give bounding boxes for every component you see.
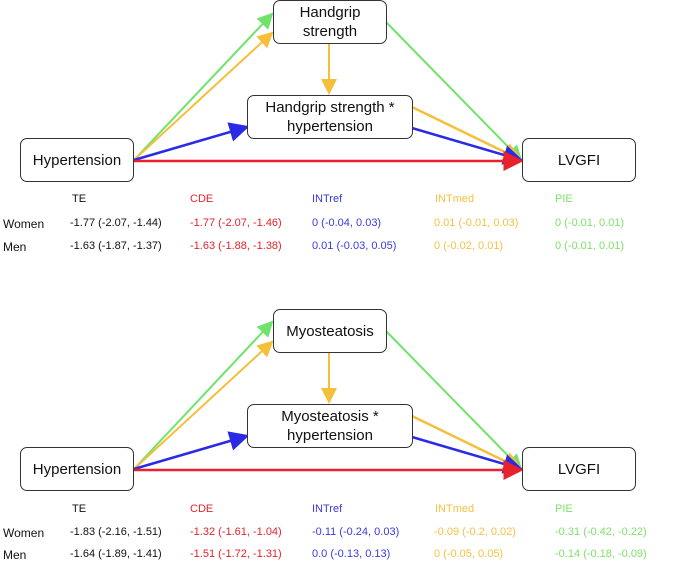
arrow-intref-interaction-outcome: [411, 126, 524, 165]
node-interaction-1: Handgrip strength * hypertension: [247, 95, 413, 139]
diagram-arrows-2: [133, 320, 524, 480]
cell-intref: 0.01 (-0.03, 0.05): [312, 240, 397, 252]
arrow-intref-interaction-outcome: [411, 435, 524, 474]
header-cde: CDE: [190, 193, 214, 205]
cell-pie: 0 (-0.01, 0.01): [555, 240, 625, 252]
cell-intmed: 0 (-0.02, 0.01): [434, 240, 504, 252]
arrow-intmed-exposure-mediator: [133, 31, 274, 161]
header-pie: PIE: [555, 193, 573, 205]
header-intref: INTref: [312, 503, 343, 515]
arrow-pie-exposure-mediator: [133, 12, 274, 161]
cell-pie: -0.14 (-0.18, -0.09): [555, 548, 647, 560]
cell-cde: -1.63 (-1.88, -1.38): [190, 240, 282, 252]
cell-cde: -1.32 (-1.61, -1.04): [190, 526, 282, 538]
interaction-line2: hypertension: [287, 427, 373, 444]
node-mediator-1: Handgrip strength: [273, 0, 387, 44]
cell-pie: -0.31 (-0.42, -0.22): [555, 526, 647, 538]
cell-te: -1.83 (-2.16, -1.51): [70, 526, 162, 538]
header-cde: CDE: [190, 503, 214, 515]
node-interaction-2: Myosteatosis * hypertension: [247, 404, 413, 448]
node-exposure-1: Hypertension: [20, 138, 134, 182]
node-mediator-2: Myosteatosis: [273, 309, 387, 353]
cell-intref: 0.0 (-0.13, 0.13): [312, 548, 391, 560]
header-intmed: INTmed: [435, 193, 475, 205]
cell-intref: 0 (-0.04, 0.03): [312, 217, 382, 229]
cell-intmed: 0.01 (-0.01, 0.03): [434, 217, 519, 229]
arrow-intref-exposure-interaction: [133, 431, 250, 471]
node-outcome-2: LVGFI: [522, 447, 636, 491]
cell-te: -1.77 (-2.07, -1.44): [70, 217, 162, 229]
header-intref: INTref: [312, 193, 343, 205]
cell-te: -1.64 (-1.89, -1.41): [70, 548, 162, 560]
cell-intmed: -0.09 (-0.2, 0.02): [434, 526, 516, 538]
arrow-intmed-exposure-mediator: [133, 340, 274, 470]
interaction-line2: hypertension: [287, 118, 373, 135]
cell-te: -1.63 (-1.87, -1.37): [70, 240, 162, 252]
node-outcome-1: LVGFI: [522, 138, 636, 182]
arrow-pie-exposure-mediator: [133, 320, 274, 470]
cell-cde: -1.51 (-1.72, -1.31): [190, 548, 282, 560]
row-label-men: Men: [3, 240, 27, 254]
header-pie: PIE: [555, 503, 573, 515]
cell-intmed: 0 (-0.05, 0.05): [434, 548, 504, 560]
cell-cde: -1.77 (-2.07, -1.46): [190, 217, 282, 229]
interaction-line1: Handgrip strength *: [265, 99, 395, 116]
node-exposure-2: Hypertension: [20, 447, 134, 491]
header-te: TE: [72, 503, 87, 515]
arrow-pie-mediator-outcome: [385, 330, 523, 471]
header-te: TE: [72, 193, 87, 205]
row-label-women: Women: [3, 526, 45, 540]
header-intmed: INTmed: [435, 503, 475, 515]
cell-pie: 0 (-0.01, 0.01): [555, 217, 625, 229]
row-label-men: Men: [3, 548, 27, 562]
cell-intref: -0.11 (-0.24, 0.03): [312, 526, 400, 538]
diagram-arrows-1: [133, 12, 524, 171]
row-label-women: Women: [3, 217, 45, 231]
arrow-intref-exposure-interaction: [133, 122, 250, 162]
arrow-pie-mediator-outcome: [385, 21, 523, 162]
interaction-line1: Myosteatosis *: [281, 408, 379, 425]
